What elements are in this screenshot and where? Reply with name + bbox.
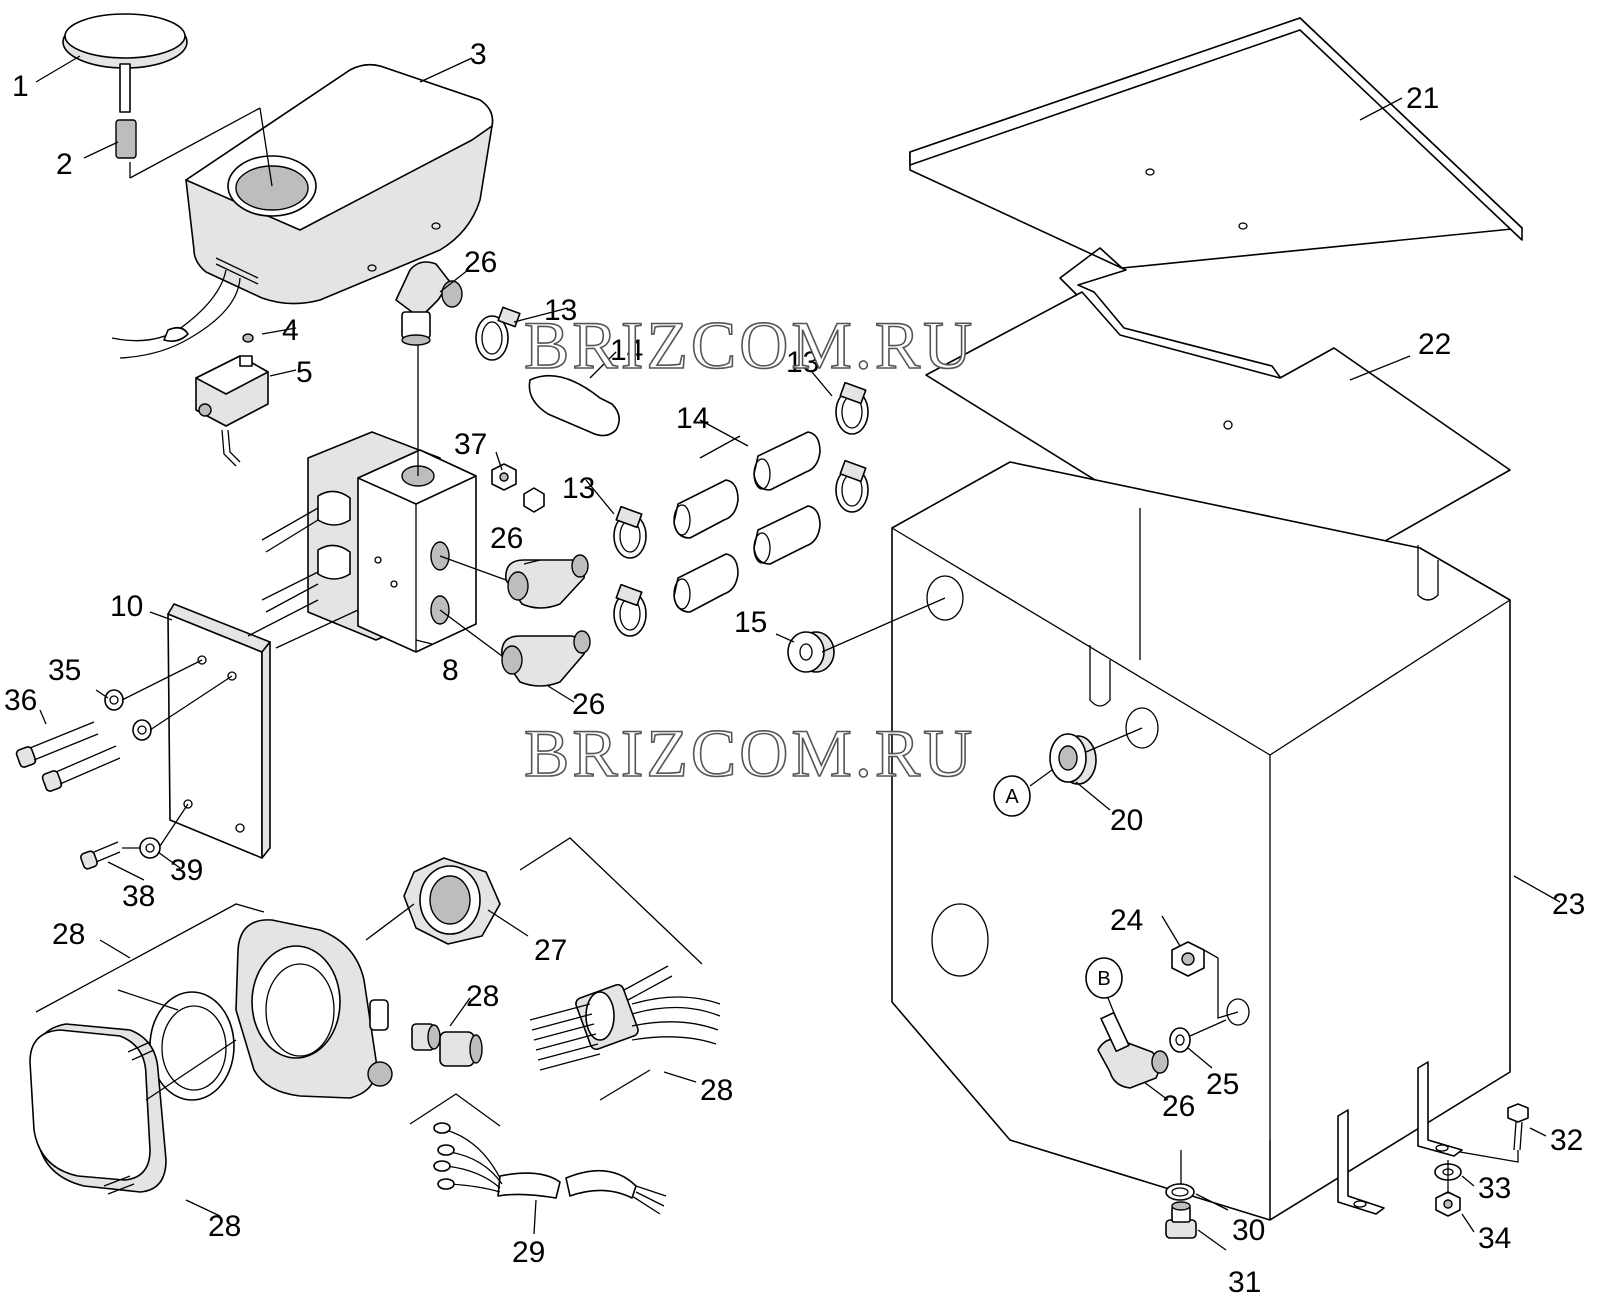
part-14-hose-a [753, 431, 821, 491]
callout-21: 21 [1406, 82, 1439, 115]
part-13-clamp-right-2 [835, 459, 869, 513]
callout-25: 25 [1206, 1068, 1239, 1101]
callout-8: 8 [442, 654, 459, 687]
part-2-spring [115, 119, 137, 159]
callout-23: 23 [1552, 888, 1585, 921]
part-13-clamp-top [475, 306, 521, 361]
callout-3: 3 [470, 38, 487, 71]
part-26-elbow-mid [505, 554, 589, 609]
callout-32: 32 [1550, 1124, 1583, 1157]
callout-13-right: 13 [786, 346, 819, 379]
callout-14-mid: 14 [676, 402, 709, 435]
watermark-middle: BRIZCOM.RU [524, 715, 975, 791]
callout-26-mid: 26 [490, 522, 523, 555]
part-8-manifold-block [261, 431, 477, 653]
callout-39: 39 [170, 854, 203, 887]
callout-4: 4 [282, 314, 299, 347]
callout-13-top: 13 [544, 294, 577, 327]
part-35-washer [104, 689, 152, 741]
part-26-elbow-low [501, 630, 591, 687]
part-27-locknut [403, 857, 501, 945]
callout-14-top: 14 [610, 334, 643, 367]
callout-38: 38 [122, 880, 155, 913]
part-13-clamp-low [613, 583, 647, 637]
part-14-hose-top [528, 374, 620, 437]
callout-28-connector: 28 [700, 1074, 733, 1107]
part-28-connector [529, 965, 721, 1071]
part-14-hose-d [673, 553, 739, 613]
part-14-hose-b [673, 479, 739, 539]
part-23-housing [891, 461, 1511, 1221]
part-28-terminal-housing [235, 919, 393, 1099]
marker-b-label: B [1097, 968, 1110, 990]
callout-10: 10 [110, 590, 143, 623]
part-26-elbow-top [395, 261, 463, 346]
part-37-nut [491, 463, 545, 513]
part-32-bolt [1507, 1103, 1529, 1151]
part-14-hose-c [753, 505, 821, 565]
part-bracket-right [1417, 1061, 1463, 1157]
part-3-reservoir [185, 63, 494, 305]
callouts: 1 2 3 4 5 8 10 13 13 13 14 14 15 20 21 2… [4, 38, 1585, 1299]
part-29-wire-harness [433, 1122, 667, 1215]
part-38-screw [80, 841, 121, 870]
part-25-washer [1169, 1027, 1191, 1053]
part-28-screw-small [103, 1041, 155, 1195]
callout-36: 36 [4, 684, 37, 717]
callout-24: 24 [1110, 904, 1143, 937]
callout-28-cover: 28 [208, 1210, 241, 1243]
callout-29: 29 [512, 1236, 545, 1269]
callout-15: 15 [734, 606, 767, 639]
part-4-oring [242, 333, 254, 343]
marker-a: A [993, 775, 1031, 817]
callout-33: 33 [1478, 1172, 1511, 1205]
callout-26-top: 26 [464, 246, 497, 279]
callout-35: 35 [48, 654, 81, 687]
part-bracket-left [1337, 1109, 1385, 1215]
part-5-solenoid-valve [195, 355, 269, 467]
part-34-nut [1435, 1191, 1461, 1217]
callout-2: 2 [56, 148, 73, 181]
callout-31: 31 [1228, 1266, 1261, 1299]
callout-26-housing: 26 [1162, 1090, 1195, 1123]
part-36-screw [15, 721, 121, 792]
part-28-cover [29, 1023, 167, 1193]
callout-34: 34 [1478, 1222, 1511, 1255]
part-31-plug [1165, 1201, 1197, 1239]
part-21-top-lid [909, 17, 1523, 381]
part-28-gasket [149, 991, 235, 1101]
part-13-clamp-right [835, 381, 869, 435]
marker-b: B [1085, 957, 1123, 999]
callout-26-low: 26 [572, 688, 605, 721]
part-26-elbow-housing [1097, 1011, 1169, 1089]
part-20-grommet [1049, 733, 1097, 785]
part-15-grommet [787, 631, 835, 673]
part-39-washer [139, 837, 161, 859]
part-13-clamp-mid [613, 505, 647, 559]
part-24-nut [1171, 941, 1205, 977]
callout-30: 30 [1232, 1214, 1265, 1247]
part-28-cable-gland [411, 1023, 483, 1067]
callout-28-left: 28 [52, 918, 85, 951]
callout-1: 1 [12, 70, 29, 103]
callout-28-gland: 28 [466, 980, 499, 1013]
part-30-washer [1165, 1183, 1195, 1201]
callout-5: 5 [296, 356, 313, 389]
marker-a-label: A [1005, 786, 1019, 808]
leader-lines [35, 55, 1561, 1251]
callout-27: 27 [534, 934, 567, 967]
part-10-gasket-plate [167, 603, 271, 859]
part-1-cap [62, 13, 188, 113]
callout-22: 22 [1418, 328, 1451, 361]
callout-20: 20 [1110, 804, 1143, 837]
callout-37: 37 [454, 428, 487, 461]
watermark-top: BRIZCOM.RU [524, 307, 975, 383]
callout-13-mid: 13 [562, 472, 595, 505]
